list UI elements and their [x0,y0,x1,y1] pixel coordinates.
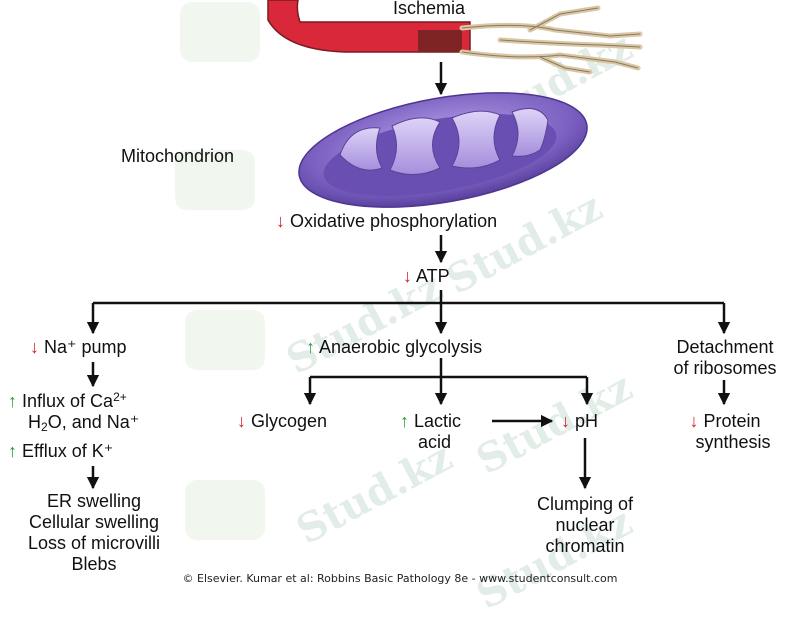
influx-line1-label: Influx of Ca [22,391,114,411]
decrease-arrow-icon: ↓ [237,411,246,431]
acid-label: acid [418,432,452,452]
increase-arrow-icon: ↑ [8,391,17,411]
increase-arrow-icon: ↑ [306,337,315,357]
influx-h-label: H [28,412,41,432]
influx-line2-label: O, and Na⁺ [47,412,140,432]
decrease-arrow-icon: ↓ [561,411,570,431]
influx-superscript: 2+ [113,390,127,404]
na-pump-node: ↓ Na⁺ pump [30,337,127,358]
increase-arrow-icon: ↑ [8,441,17,461]
mitochondrion-label: Mitochondrion [121,146,235,166]
ph-node: ↓ pH [561,411,598,432]
er-swelling-label: ER swelling [46,491,142,511]
lactic-label: Lactic [414,411,462,431]
ischemia-label: Ischemia [393,0,466,18]
swelling-node: ER swelling Cellular swelling Loss of mi… [0,491,188,575]
ph-label: pH [575,411,599,431]
detachment-node: Detachment of ribosomes [645,337,800,379]
efflux-label: Efflux of K⁺ [22,441,114,461]
decrease-arrow-icon: ↓ [689,411,699,431]
cellular-swelling-label: Cellular swelling [28,512,160,532]
glycogen-node: ↓ Glycogen [237,411,327,432]
increase-arrow-icon: ↑ [400,411,409,431]
oxidative-phosphorylation-node: ↓ Oxidative phosphorylation [276,211,497,232]
blood-vessel-icon [267,0,643,75]
efflux-node: ↑ Efflux of K⁺ [8,441,113,462]
na-pump-label: Na⁺ pump [44,337,127,357]
detachment-line1-label: Detachment [676,337,774,357]
clumping-node: Clumping of nuclear chromatin [500,494,670,557]
glycolysis-branch [303,358,594,490]
decrease-arrow-icon: ↓ [403,266,412,286]
pathway-diagram [86,0,731,490]
atp-node: ↓ ATP [403,266,450,287]
blebs-label: Blebs [71,554,117,574]
influx-node: ↑ Influx of Ca2+ H2O, and Na⁺ [8,391,139,438]
clumping-line3-label: chromatin [545,536,625,556]
clumping-line2-label: nuclear [555,515,615,535]
anaerobic-glycolysis-node: ↑ Anaerobic glycolysis [306,337,482,358]
atp-branch [86,290,731,335]
protein-synthesis-node: ↓ Protein synthesis [650,411,800,453]
mitochondrion-icon [298,92,588,208]
decrease-arrow-icon: ↓ [30,337,39,357]
decrease-arrow-icon: ↓ [276,211,285,231]
synthesis-label: synthesis [695,432,771,452]
atp-label: ATP [416,266,450,286]
oxidative-phosphorylation-label: Oxidative phosphorylation [290,211,498,231]
loss-microvilli-label: Loss of microvilli [27,533,161,553]
lactic-acid-node: ↑ Lactic acid [400,411,461,453]
anaerobic-glycolysis-label: Anaerobic glycolysis [319,337,483,357]
influx-subscript: 2 [41,420,48,434]
clumping-line1-label: Clumping of [536,494,634,514]
copyright-credit: © Elsevier. Kumar et al: Robbins Basic P… [182,572,618,585]
glycogen-label: Glycogen [251,411,328,431]
detachment-line2-label: of ribosomes [673,358,777,378]
protein-label: Protein [703,411,761,431]
